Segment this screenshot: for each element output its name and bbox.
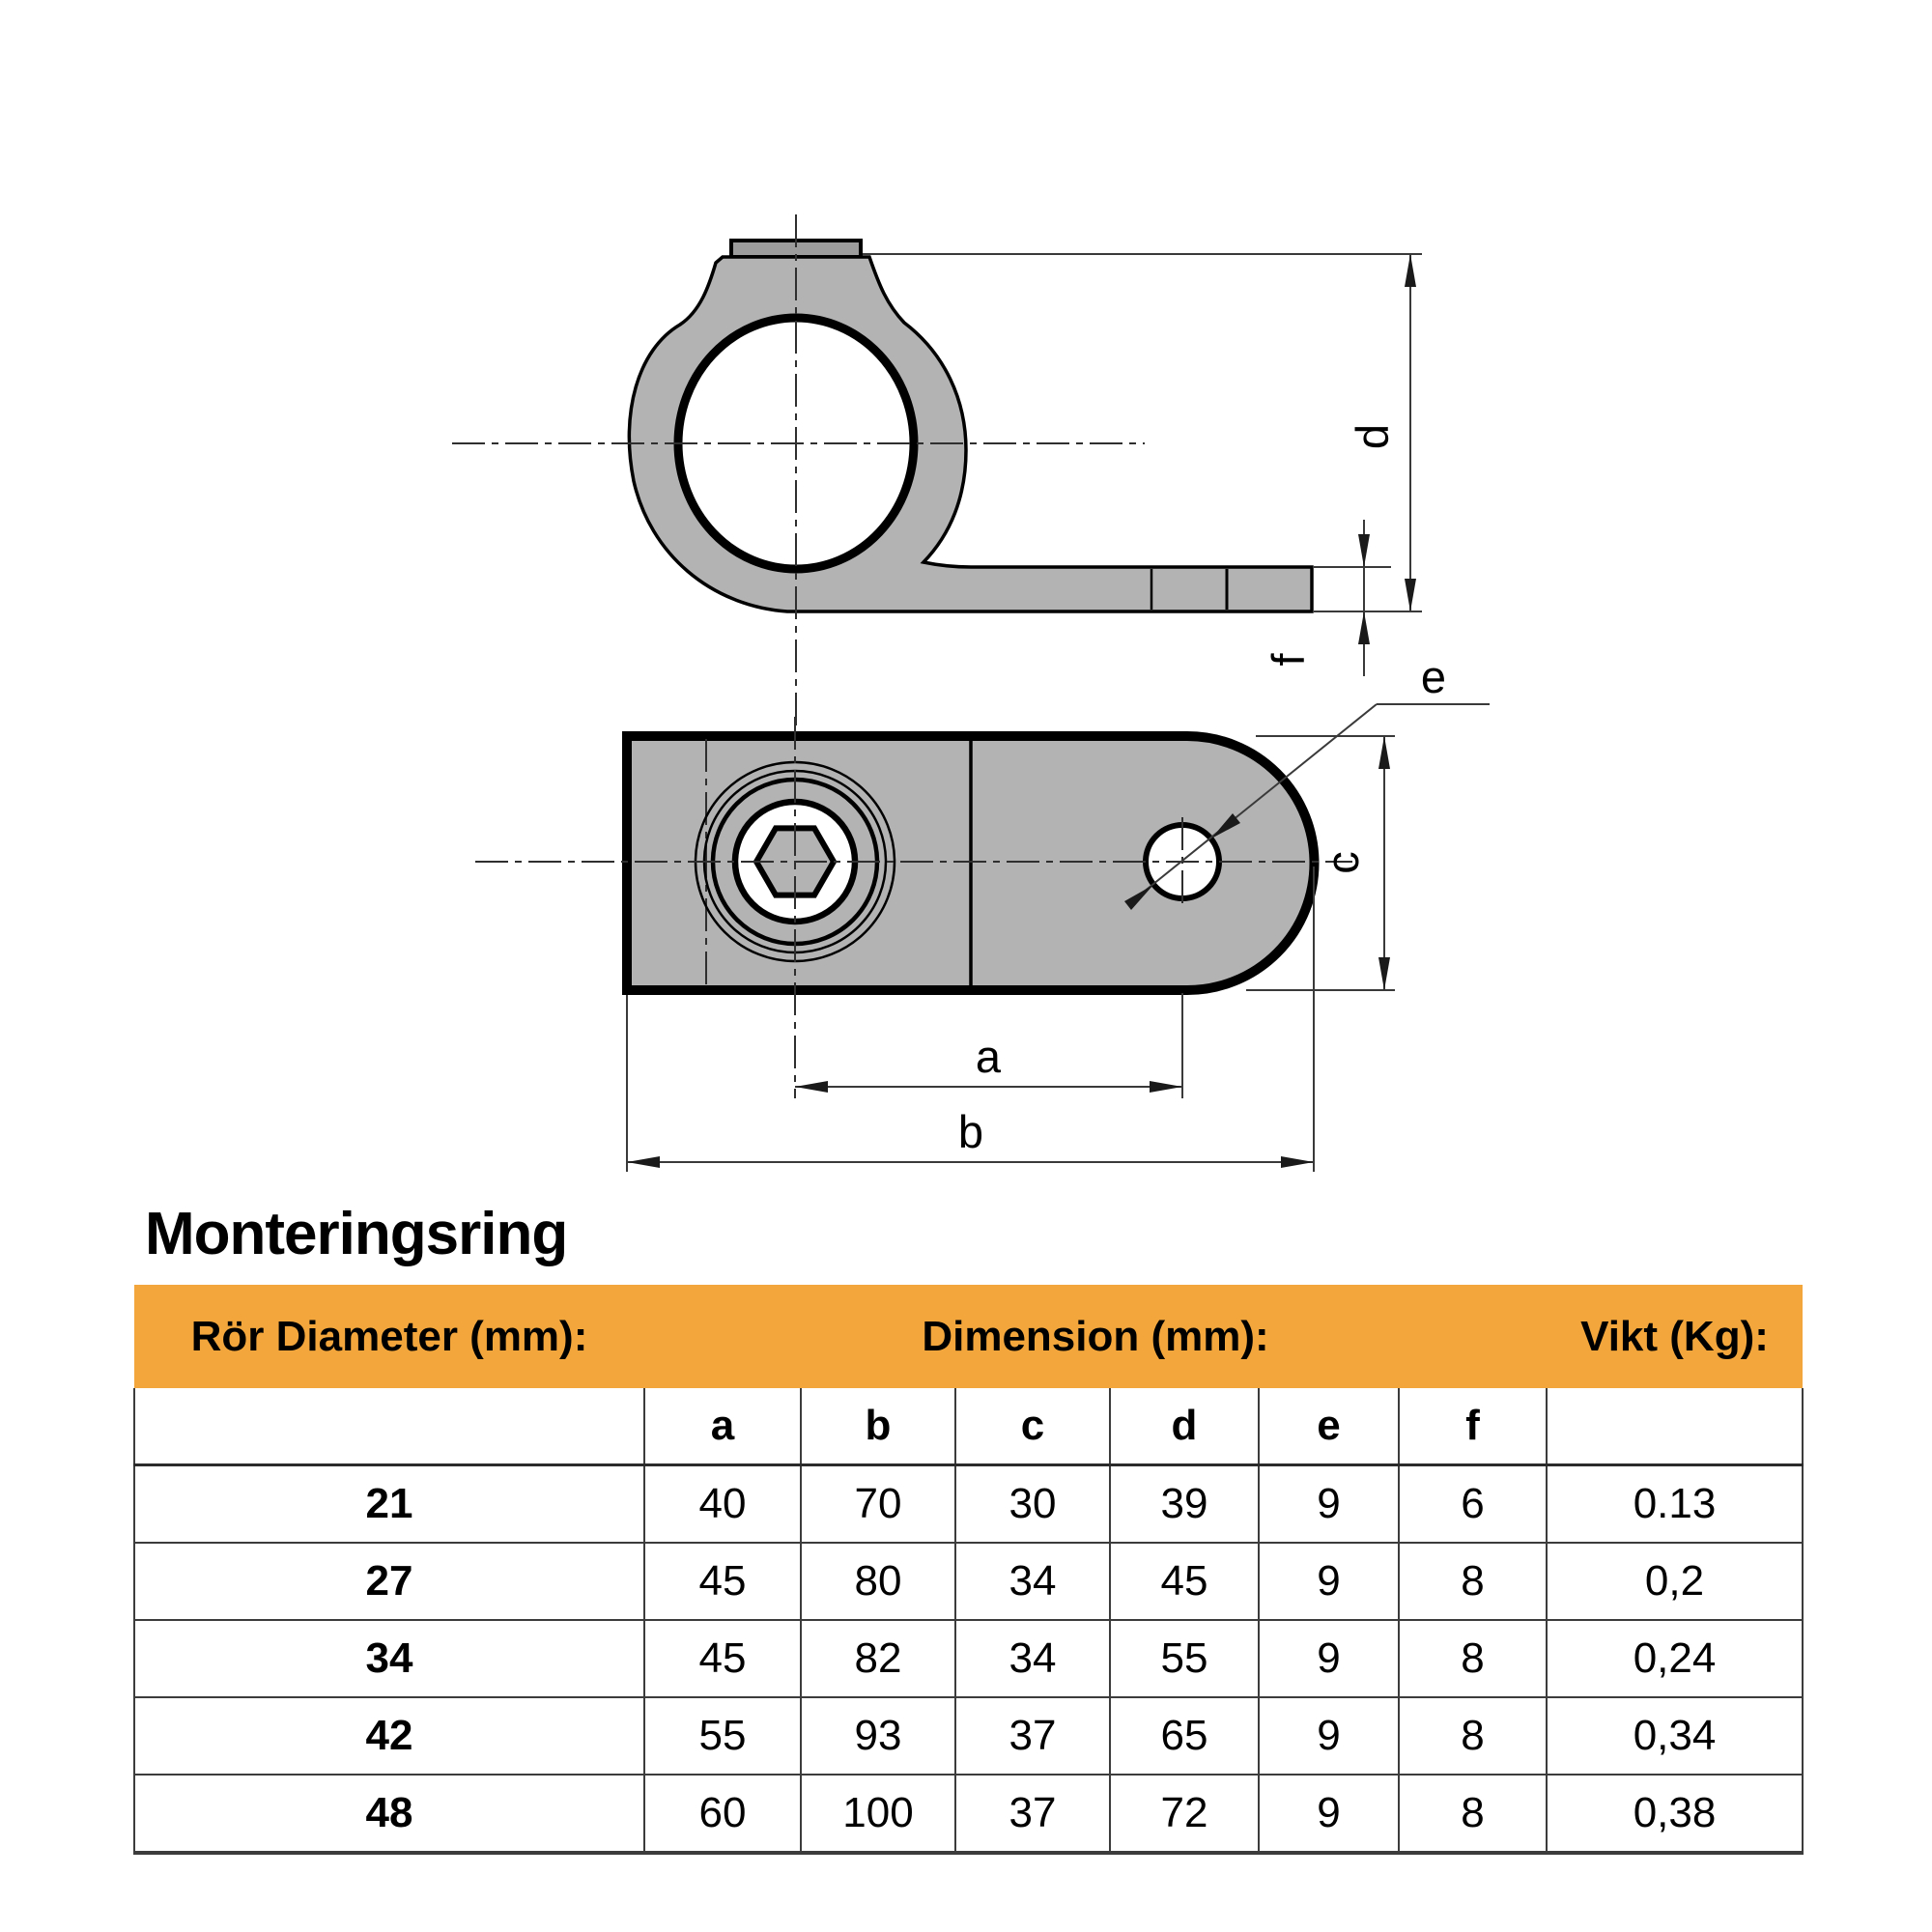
dim-label-a: a [976, 1031, 1002, 1082]
arrowhead [1211, 813, 1240, 838]
cell-c: 37 [954, 1774, 1111, 1855]
cell-c: 30 [954, 1463, 1111, 1544]
side-view [452, 214, 1314, 768]
table-row: 21 40 70 30 39 9 6 0.13 [133, 1463, 1804, 1544]
cell-a: 45 [643, 1542, 802, 1621]
dim-label-c: c [1317, 851, 1368, 874]
cell-f: 8 [1397, 1542, 1548, 1621]
cell-a: 55 [643, 1696, 802, 1776]
subheader-d: d [1109, 1388, 1260, 1466]
cell-vikt: 0,24 [1546, 1619, 1804, 1698]
cell-vikt: 0.13 [1546, 1463, 1804, 1544]
dimensions: d f e c a [626, 253, 1490, 1172]
cell-vikt: 0,34 [1546, 1696, 1804, 1776]
arrowhead [1358, 534, 1370, 567]
cell-d: 65 [1109, 1696, 1260, 1776]
arrowhead [627, 1156, 660, 1168]
arrowhead [1378, 736, 1390, 769]
cell-b: 82 [800, 1619, 956, 1698]
arrowhead [1378, 957, 1390, 990]
header-ror-diameter: Rör Diameter (mm): [134, 1285, 644, 1388]
cell-diameter: 27 [133, 1542, 645, 1621]
subheader-empty [133, 1388, 645, 1466]
cell-c: 37 [954, 1696, 1111, 1776]
cell-b: 100 [800, 1774, 956, 1855]
cell-c: 34 [954, 1542, 1111, 1621]
arrowhead [1150, 1081, 1182, 1093]
header-vikt: Vikt (Kg): [1547, 1285, 1804, 1388]
cell-e: 9 [1258, 1696, 1400, 1776]
table-header-row: Rör Diameter (mm): Dimension (mm): Vikt … [134, 1285, 1804, 1388]
subheader-e: e [1258, 1388, 1400, 1466]
subheader-vikt-empty [1546, 1388, 1804, 1466]
cell-b: 70 [800, 1463, 956, 1544]
cell-d: 39 [1109, 1463, 1260, 1544]
cell-a: 60 [643, 1774, 802, 1855]
cell-c: 34 [954, 1619, 1111, 1698]
table-row: 48 60 100 37 72 9 8 0,38 [133, 1774, 1804, 1855]
cell-diameter: 48 [133, 1774, 645, 1855]
cell-b: 80 [800, 1542, 956, 1621]
dim-label-e: e [1421, 651, 1446, 702]
arrowhead [1405, 254, 1416, 287]
arrowhead [1405, 579, 1416, 611]
table-row: 42 55 93 37 65 9 8 0,34 [133, 1696, 1804, 1776]
cell-f: 8 [1397, 1696, 1548, 1776]
cell-b: 93 [800, 1696, 956, 1776]
dim-label-d: d [1347, 424, 1398, 449]
cell-d: 72 [1109, 1774, 1260, 1855]
cell-vikt: 0,2 [1546, 1542, 1804, 1621]
page-title: Monteringsring [145, 1201, 568, 1267]
cell-e: 9 [1258, 1542, 1400, 1621]
cell-d: 45 [1109, 1542, 1260, 1621]
cell-diameter: 34 [133, 1619, 645, 1698]
cell-d: 55 [1109, 1619, 1260, 1698]
dim-label-f: f [1263, 653, 1314, 667]
cell-f: 8 [1397, 1619, 1548, 1698]
cell-a: 45 [643, 1619, 802, 1698]
subheader-b: b [800, 1388, 956, 1466]
cell-e: 9 [1258, 1774, 1400, 1855]
spec-table: Rör Diameter (mm): Dimension (mm): Vikt … [133, 1285, 1804, 1855]
cell-e: 9 [1258, 1619, 1400, 1698]
table-row: 34 45 82 34 55 9 8 0,24 [133, 1619, 1804, 1698]
header-dimension: Dimension (mm): [644, 1285, 1548, 1388]
subheader-f: f [1397, 1388, 1548, 1466]
arrowhead [795, 1081, 828, 1093]
arrowhead [1124, 885, 1153, 910]
arrowhead [1281, 1156, 1314, 1168]
cell-diameter: 42 [133, 1696, 645, 1776]
table-subheader-row: a b c d e f [133, 1388, 1804, 1466]
cell-e: 9 [1258, 1463, 1400, 1544]
cell-a: 40 [643, 1463, 802, 1544]
cell-f: 8 [1397, 1774, 1548, 1855]
cell-vikt: 0,38 [1546, 1774, 1804, 1855]
subheader-a: a [643, 1388, 802, 1466]
cell-f: 6 [1397, 1463, 1548, 1544]
dim-label-b: b [958, 1106, 983, 1157]
table-row: 27 45 80 34 45 9 8 0,2 [133, 1542, 1804, 1621]
subheader-c: c [954, 1388, 1111, 1466]
arrowhead [1358, 611, 1370, 644]
plan-view [475, 717, 1352, 1098]
cell-diameter: 21 [133, 1463, 645, 1544]
